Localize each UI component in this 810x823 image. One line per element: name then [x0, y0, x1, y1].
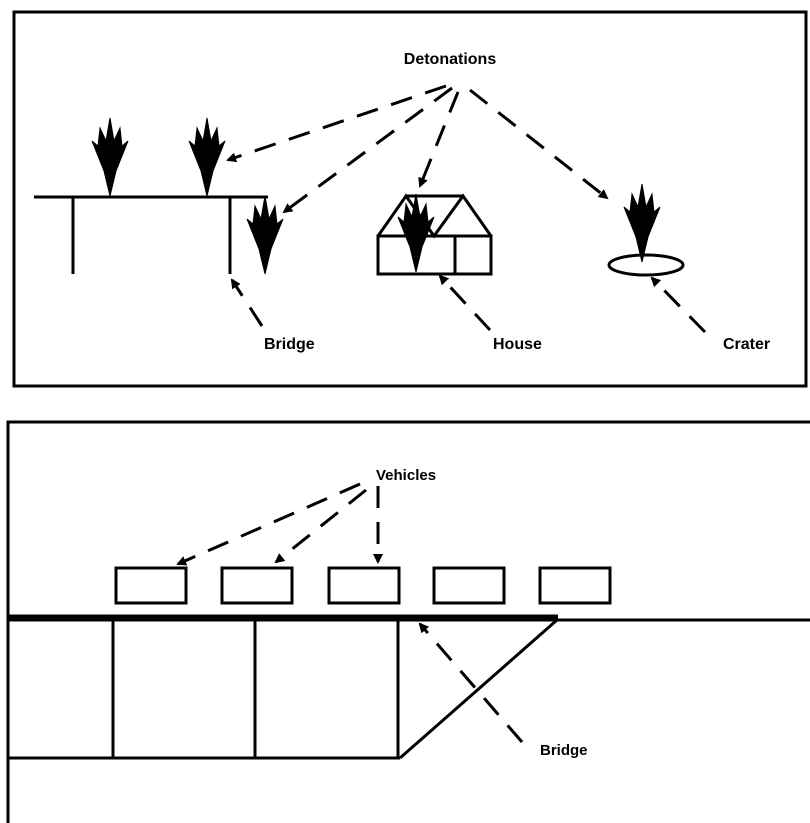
vehicle-4 — [432, 566, 506, 605]
bottom-panel-frame — [6, 420, 810, 823]
bottom-panel: Vehicles Bridge — [6, 420, 810, 823]
house-outline — [376, 193, 493, 276]
vehicle-3 — [327, 566, 401, 605]
crater-label: Crater — [723, 336, 770, 353]
vehicle-1 — [114, 566, 188, 605]
arrow-to-crater — [469, 88, 609, 200]
detonations-label: Detonations — [404, 51, 497, 68]
bridge-structure — [8, 618, 558, 760]
arrow-crater-label — [650, 276, 707, 334]
arrow-to-vehicle-2 — [274, 488, 367, 564]
arrow-bridge-label — [230, 278, 264, 327]
arrow-to-vehicle-1 — [176, 482, 361, 566]
house-label: House — [493, 336, 542, 353]
vehicle-2 — [220, 566, 294, 605]
detonation-burst-crater — [623, 183, 661, 263]
detonation-burst-house — [397, 193, 435, 273]
vehicles-label: Vehicles — [376, 467, 436, 484]
vehicle-arrows — [176, 482, 383, 566]
arrow-to-bridge-top — [226, 84, 447, 163]
detonation-burst-bridge-2 — [188, 117, 226, 197]
top-bridge — [34, 195, 268, 274]
vehicle-5 — [538, 566, 612, 605]
bridge-label-top: Bridge — [264, 336, 315, 353]
crater-ellipse — [607, 253, 685, 277]
bridge-label-bottom: Bridge — [540, 742, 588, 759]
detonation-burst-bridge-1 — [91, 117, 129, 197]
detonation-burst-bridge-pier — [246, 195, 284, 275]
top-panel: Detonations — [12, 10, 808, 388]
vehicles — [114, 566, 612, 605]
arrow-bridge-label-bottom — [418, 622, 524, 743]
top-panel-frame — [12, 10, 808, 388]
detonation-arrows — [226, 84, 609, 214]
arrow-to-house — [418, 91, 460, 188]
arrow-house-label — [438, 274, 492, 332]
arrow-to-bridge-pier — [282, 86, 453, 214]
